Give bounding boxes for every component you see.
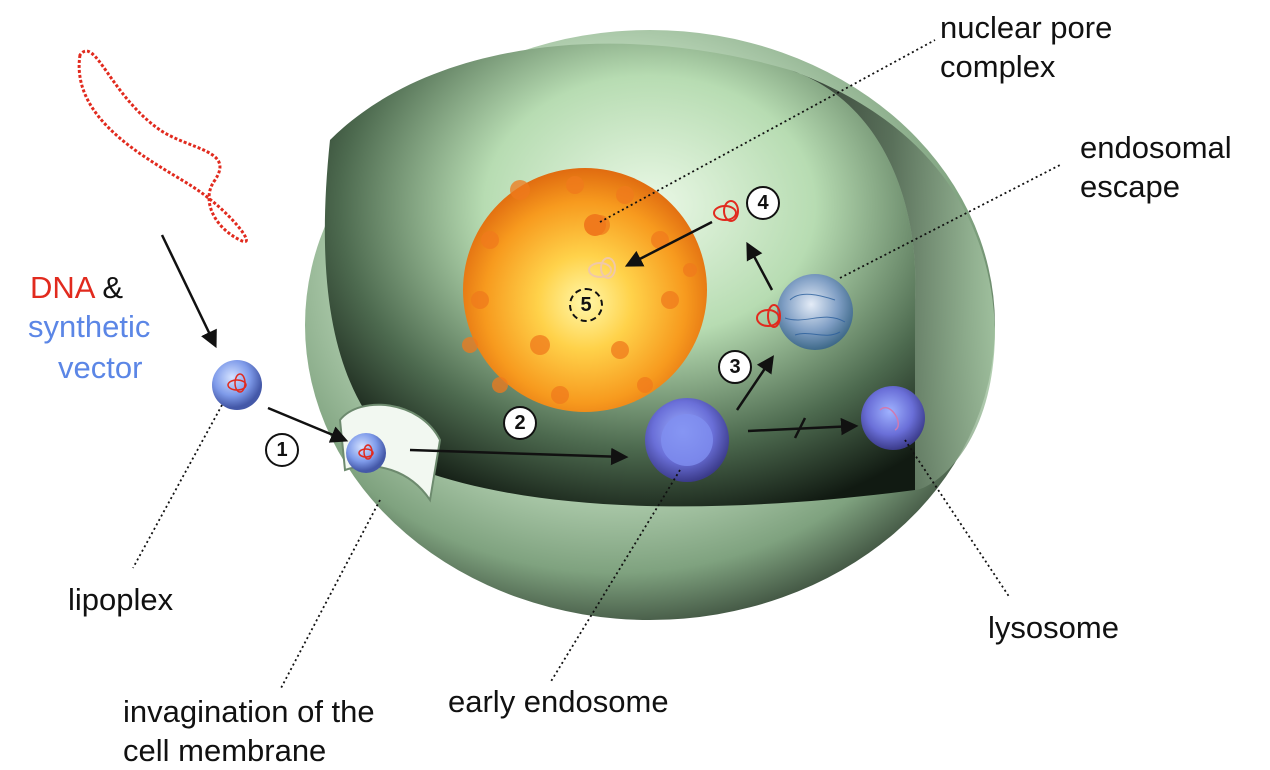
early-endosome	[645, 398, 729, 482]
lysosome-label: lysosome	[988, 610, 1119, 646]
step-2-marker: 2	[503, 406, 537, 440]
leader-lipoplex	[133, 405, 222, 568]
step-4-marker: 4	[746, 186, 780, 220]
dna-vector-label: DNA &	[30, 270, 123, 306]
step-5-marker: 5	[569, 288, 603, 322]
nuclear-pore-highlight	[584, 214, 606, 236]
lysosome-sphere	[861, 386, 925, 450]
internalizing-lipoplex	[346, 433, 386, 473]
synthetic-label: synthetic	[28, 309, 150, 345]
step-1-marker: 1	[265, 433, 299, 467]
escape-vesicle	[777, 274, 853, 350]
early-endosome-inner	[661, 414, 713, 466]
invagination-label-line1: invagination of the	[123, 694, 375, 730]
lysosome	[861, 386, 925, 450]
leader-invagination	[280, 500, 380, 690]
lipoplex-sphere	[212, 360, 262, 410]
vector-label: vector	[58, 350, 142, 386]
escape-label-line2: escape	[1080, 169, 1180, 205]
dna-word: DNA	[30, 270, 94, 305]
ampersand: &	[102, 270, 123, 305]
lipoplex-at-membrane	[346, 433, 386, 473]
escape-label-line1: endosomal	[1080, 130, 1232, 166]
step-3-marker: 3	[718, 350, 752, 384]
arrow-dna-to-lipoplex	[162, 235, 215, 345]
npc-label-line1: nuclear pore	[940, 10, 1112, 46]
lipoplex-label: lipoplex	[68, 582, 173, 618]
invagination-label-line2: cell membrane	[123, 733, 326, 769]
dna-plasmid	[79, 51, 246, 242]
lipoplex	[212, 360, 262, 410]
npc-label-line2: complex	[940, 49, 1055, 85]
early-endosome-label: early endosome	[448, 684, 669, 720]
